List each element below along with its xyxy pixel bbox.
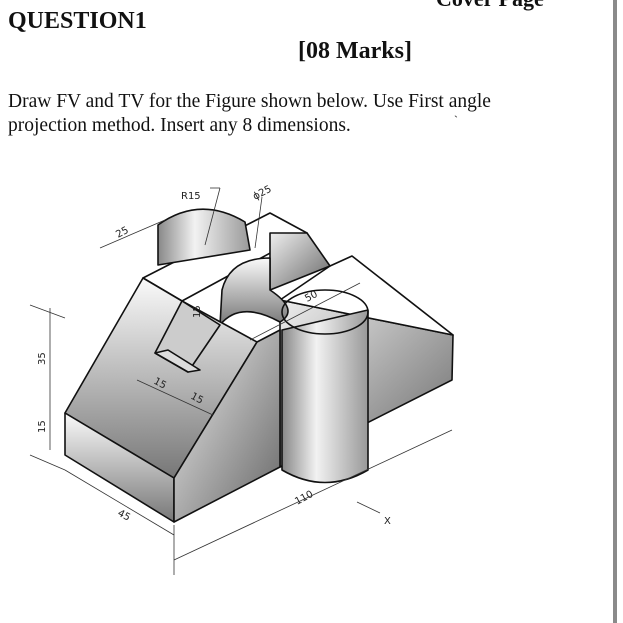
boss-cylinder	[157, 208, 251, 266]
dim-slot-depth-15: 15	[192, 305, 203, 318]
base-top-right	[279, 255, 454, 336]
stray-mark: `	[454, 113, 458, 127]
dim-15-left: 15	[152, 376, 168, 392]
dim-25: 25	[114, 225, 130, 241]
dim-35: 35	[37, 352, 48, 365]
dim-45: 45	[116, 508, 132, 524]
slot-cutout	[219, 257, 289, 326]
question-instruction: Draw FV and TV for the Figure shown belo…	[8, 91, 491, 136]
dim-15-base: 15	[37, 420, 48, 433]
question-title: QUESTION1	[8, 8, 147, 34]
vertical-cylinder	[281, 309, 369, 484]
dim-15-right: 15	[189, 391, 205, 407]
view-direction-x: X	[384, 516, 391, 527]
dim-50: 50	[303, 289, 319, 305]
slot-floor	[154, 349, 201, 373]
dim-110: 110	[293, 489, 315, 508]
question-marks: [08 Marks]	[298, 38, 412, 64]
dim-dia25: ϕ25	[251, 184, 273, 203]
solid-body	[64, 208, 454, 523]
dim-r15: R15	[181, 191, 201, 202]
cover-page-header: Cover Page	[436, 0, 544, 12]
cylinder-top	[281, 289, 369, 335]
dimension-lines	[29, 187, 453, 575]
front-face	[173, 329, 281, 523]
page-edge-bar	[613, 0, 617, 623]
